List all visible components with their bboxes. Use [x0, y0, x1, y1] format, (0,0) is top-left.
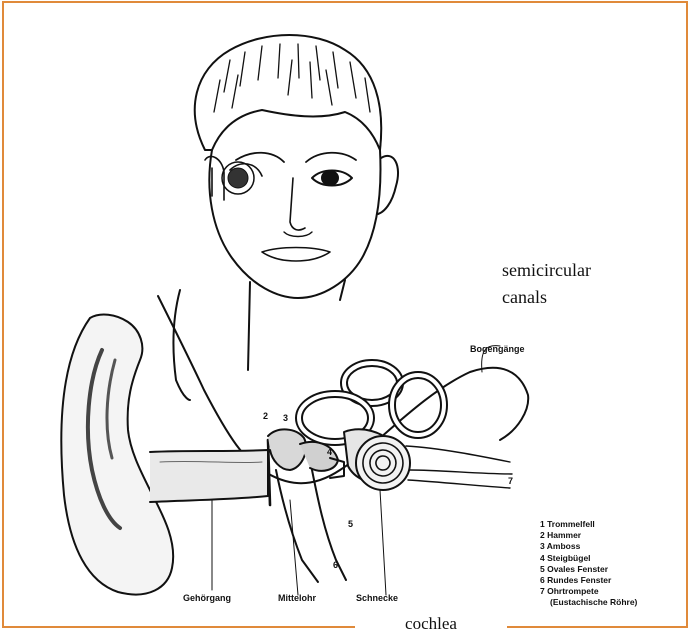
semicircular-canals-annotation: semicircular canals: [502, 257, 591, 311]
part-number-5: 5: [348, 519, 353, 529]
legend-item: 5 Ovales Fenster: [540, 564, 637, 575]
cochlea-annotation: cochlea: [355, 612, 507, 636]
label-gehorgang: Gehörgang: [183, 593, 231, 603]
part-number-6: 6: [333, 560, 338, 570]
part-number-3: 3: [283, 413, 288, 423]
legend-item: (Eustachische Röhre): [540, 597, 637, 608]
part-number-4: 4: [327, 447, 332, 457]
legend-item: 2 Hammer: [540, 530, 637, 541]
part-number-2: 2: [263, 411, 268, 421]
legend-item: 3 Amboss: [540, 541, 637, 552]
annotation-line-2: canals: [502, 284, 591, 311]
parts-legend: 1 Trommelfell 2 Hammer 3 Amboss 4 Steigb…: [540, 519, 637, 609]
legend-item: 4 Steigbügel: [540, 553, 637, 564]
legend-item: 6 Rundes Fenster: [540, 575, 637, 586]
legend-item: 1 Trommelfell: [540, 519, 637, 530]
boy-head-drawing: [173, 35, 398, 400]
label-schnecke: Schnecke: [356, 593, 398, 603]
annotation-line-1: semicircular: [502, 257, 591, 284]
label-bogengange: Bogengänge: [470, 344, 525, 354]
ear-cross-section-drawing: [61, 296, 528, 595]
label-mittelohr: Mittelohr: [278, 593, 316, 603]
legend-item: 7 Ohrtrompete: [540, 586, 637, 597]
part-number-7: 7: [508, 476, 513, 486]
